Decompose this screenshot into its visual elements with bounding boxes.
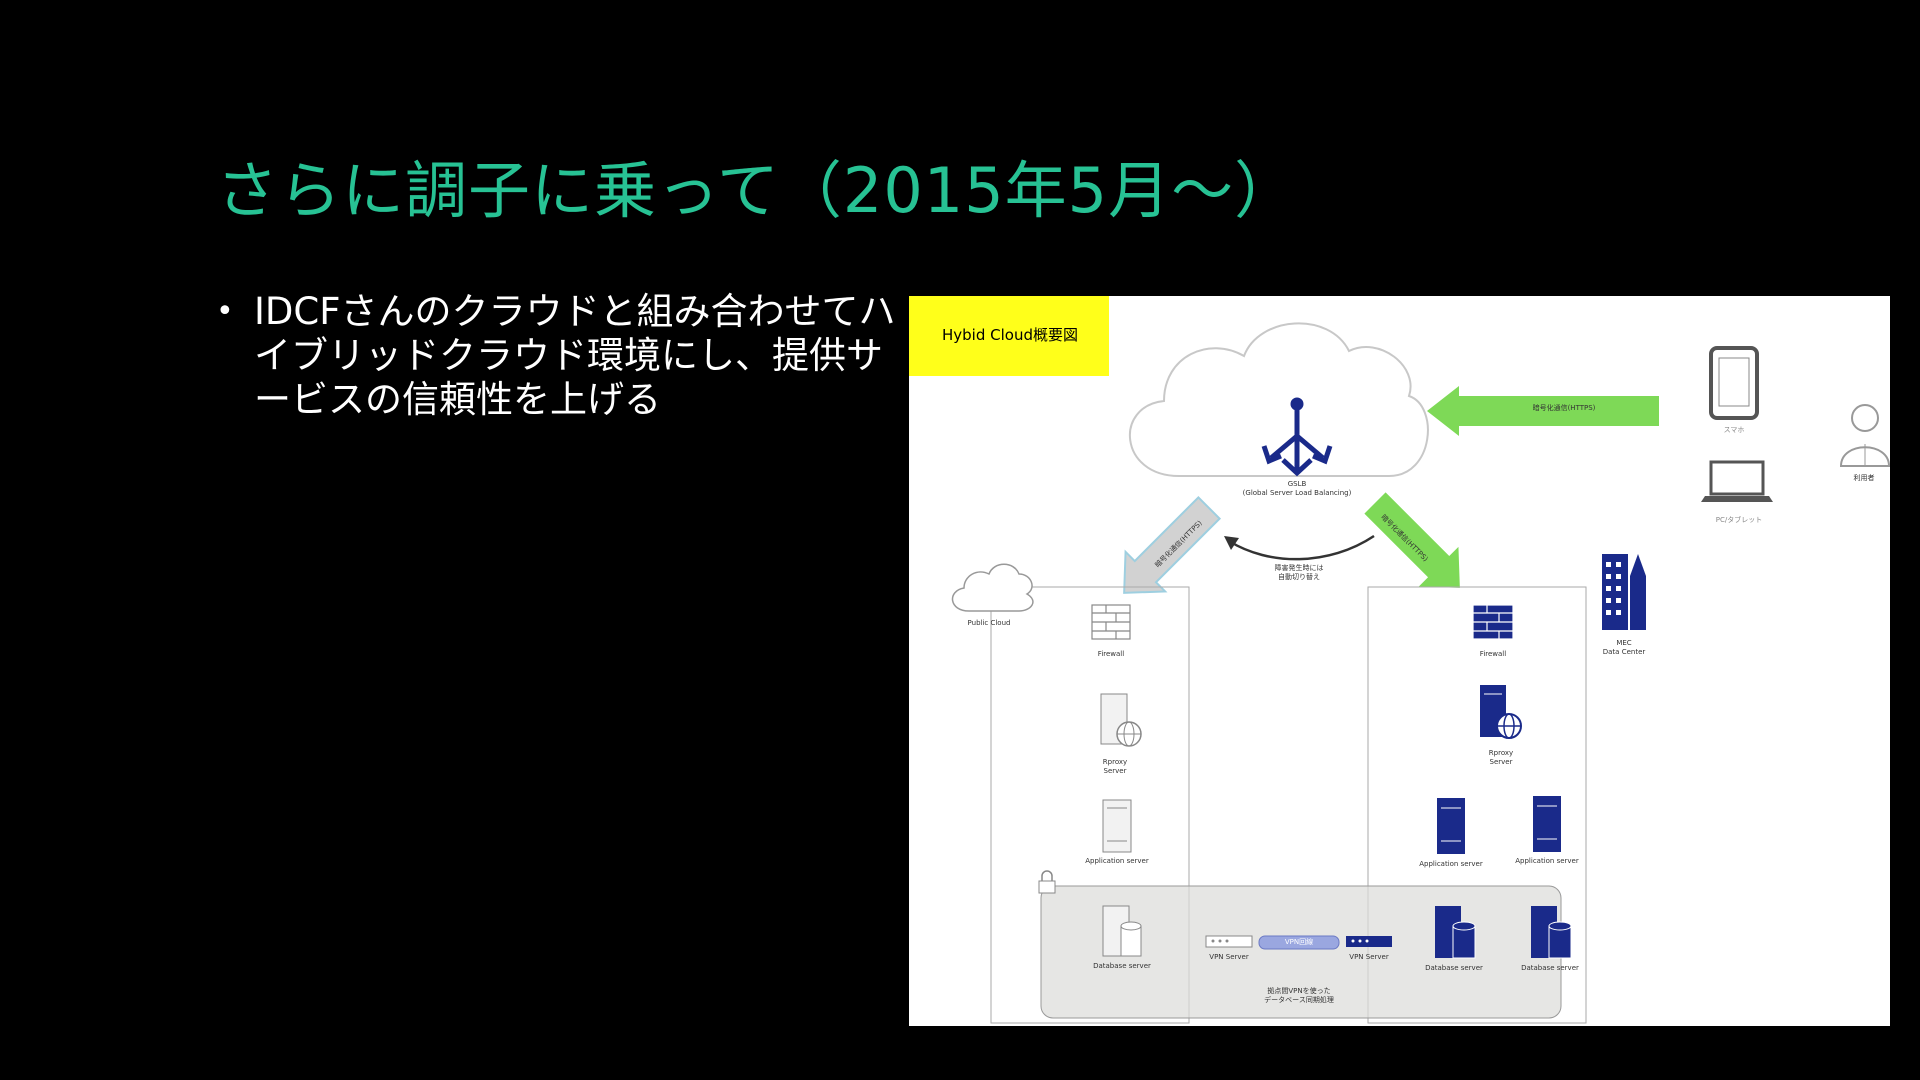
sync-label-1: 拠点間VPNを使った (1267, 987, 1331, 995)
right-db-server-1-label: Database server (1425, 964, 1483, 972)
right-rproxy-icon (1480, 685, 1522, 739)
gslb-cloud-shape (1129, 322, 1429, 477)
https-arrow-top (1427, 386, 1659, 436)
right-app-server-1-icon (1437, 798, 1465, 854)
sync-label-2: データベース同期処理 (1264, 996, 1334, 1004)
vpn-line-icon (1258, 935, 1340, 950)
pc-label: PC/タブレット (1715, 516, 1763, 524)
left-db-server-label: Database server (1093, 962, 1151, 970)
mec-label-1: MEC (1616, 639, 1632, 647)
right-firewall-icon (1472, 604, 1514, 640)
gslb-desc: (Global Server Load Balancing) (1242, 489, 1352, 497)
diagram-tag: Hybid Cloud概要図 (909, 296, 1109, 376)
user-label: 利用者 (1853, 474, 1875, 482)
failover-label-2: 自動切り替え (1278, 573, 1320, 581)
bullet-text: IDCFさんのクラウドと組み合わせてハイブリッドクラウド環境にし、提供サービスの… (254, 290, 896, 421)
left-firewall-icon (1091, 604, 1131, 640)
left-db-server-icon (1102, 905, 1142, 957)
left-vpn-server-icon (1205, 935, 1253, 948)
right-db-server-2-icon (1531, 906, 1572, 959)
mec-label-2: Data Center (1602, 648, 1646, 656)
bullet-dot: • (216, 294, 234, 329)
https-arrow-right (1364, 492, 1460, 588)
laptop-icon (1701, 460, 1773, 502)
right-app-server-1-label: Application server (1419, 860, 1483, 868)
failover-arrow (1228, 534, 1375, 561)
right-app-server-2-icon (1533, 796, 1561, 852)
gslb-icon (1261, 397, 1333, 477)
right-vpn-server-icon (1346, 936, 1392, 947)
right-firewall-label: Firewall (1479, 650, 1507, 658)
failover-label-1: 障害発生時には (1274, 564, 1324, 572)
left-rproxy-label-1: Rproxy (1102, 758, 1128, 766)
vpn-line-label: VPN回線 (1284, 938, 1314, 946)
left-firewall-label: Firewall (1097, 650, 1125, 658)
mec-datacenter-icon (1602, 554, 1646, 630)
right-db-server-2-label: Database server (1521, 964, 1579, 972)
https-arrow-left (1123, 495, 1222, 594)
hybrid-cloud-diagram: Hybid Cloud概要図 GSLB (Global Server Load … (909, 296, 1890, 1026)
right-rproxy-label-1: Rproxy (1488, 749, 1514, 757)
smartphone-icon (1709, 346, 1759, 420)
left-vpn-server-label: VPN Server (1209, 953, 1249, 961)
user-icon (1839, 404, 1890, 467)
diagram-tag-label: Hybid Cloud概要図 (942, 326, 1078, 344)
left-app-server-label: Application server (1085, 857, 1149, 865)
right-vpn-server-label: VPN Server (1349, 953, 1389, 961)
public-cloud-icon (951, 563, 1034, 612)
lock-icon (1038, 870, 1056, 894)
right-db-server-1-icon (1435, 906, 1476, 959)
right-app-server-2-label: Application server (1515, 857, 1579, 865)
left-app-server-icon (1102, 799, 1132, 853)
right-rproxy-label-2: Server (1489, 758, 1513, 766)
left-rproxy-label-2: Server (1103, 767, 1127, 775)
https-label-top: 暗号化通信(HTTPS) (1532, 404, 1596, 412)
slide-title: さらに調子に乗って（2015年5月～） (216, 154, 1298, 227)
left-rproxy-icon (1100, 693, 1142, 747)
gslb-name: GSLB (1287, 480, 1307, 488)
public-cloud-label: Public Cloud (967, 619, 1011, 627)
bullet-item: • IDCFさんのクラウドと組み合わせてハイブリッドクラウド環境にし、提供サービ… (216, 290, 896, 422)
diagram-graphics (951, 322, 1890, 1024)
smartphone-label: スマホ (1723, 426, 1745, 434)
